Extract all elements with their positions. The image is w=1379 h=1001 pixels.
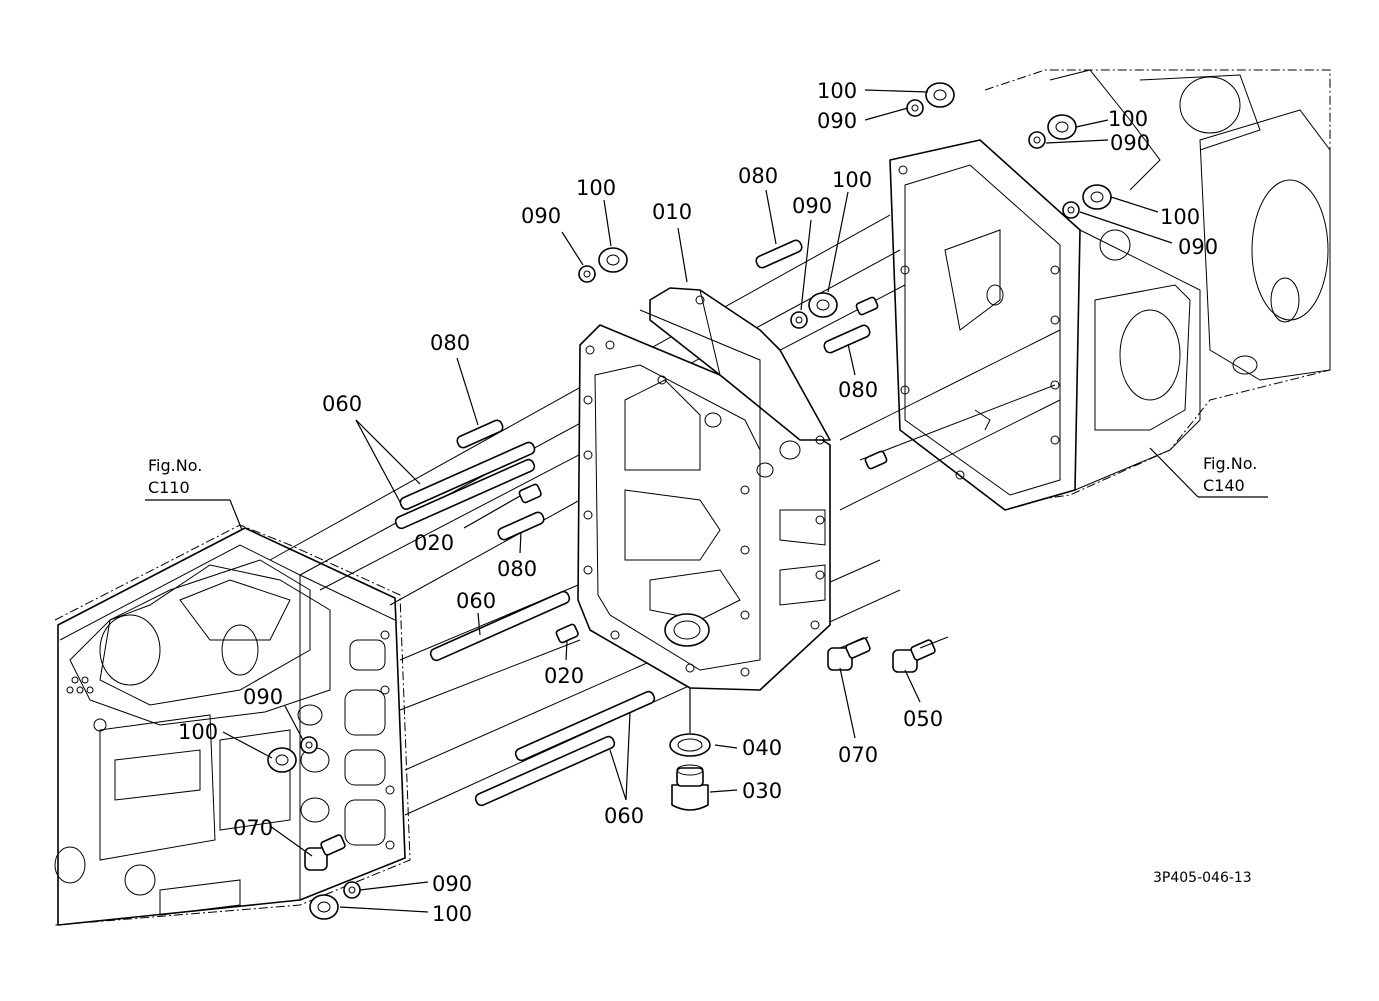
seal-040 [669, 733, 711, 757]
leader-lines [145, 89, 1268, 913]
washer-left-a [300, 736, 318, 754]
fig-ref-left-line2: C110 [148, 478, 190, 497]
callout-label[interactable]: 080 [838, 378, 878, 402]
plug-030 [671, 764, 709, 811]
callout-label[interactable]: 100 [576, 176, 616, 200]
right-transmission-case [889, 69, 1331, 511]
nut-top-c [1082, 184, 1112, 210]
callout-label[interactable]: 050 [903, 707, 943, 731]
callout-label[interactable]: 060 [322, 392, 362, 416]
nut-left-b [309, 894, 339, 920]
nut-mid-a [598, 247, 628, 273]
callout-label[interactable]: 090 [243, 685, 283, 709]
fig-ref-right-line1: Fig.No. [1203, 454, 1257, 473]
callout-label[interactable]: 040 [742, 736, 782, 760]
nut-top-b [1047, 114, 1077, 140]
callout-label[interactable]: 090 [432, 872, 472, 896]
callout-label[interactable]: 080 [497, 557, 537, 581]
washer-mid-a [578, 265, 596, 283]
callout-label[interactable]: 100 [817, 79, 857, 103]
callout-label[interactable]: 060 [456, 589, 496, 613]
left-transmission-case [54, 524, 411, 926]
callout-label[interactable]: 090 [817, 109, 857, 133]
callout-label[interactable]: 100 [832, 168, 872, 192]
callout-label[interactable]: 020 [544, 664, 584, 688]
callout-label[interactable]: 070 [838, 743, 878, 767]
nut-top-a [925, 82, 955, 108]
plug-070-right [827, 637, 871, 671]
figure-reference-left[interactable]: Fig.No. C110 [148, 456, 202, 497]
callout-labels: 100 090 100 090 100 090 090 100 010 080 … [178, 79, 1218, 926]
callout-label[interactable]: 080 [738, 164, 778, 188]
studs [394, 239, 871, 807]
callout-label[interactable]: 090 [792, 194, 832, 218]
nut-left-a [267, 747, 297, 773]
nut-mid-b [808, 292, 838, 318]
callout-label[interactable]: 080 [430, 331, 470, 355]
washer-top-b [1028, 131, 1046, 149]
main-case-010 [577, 287, 831, 691]
callout-label[interactable]: 100 [1108, 107, 1148, 131]
callout-label[interactable]: 090 [521, 204, 561, 228]
plug-070-left [304, 834, 346, 871]
callout-label[interactable]: 010 [652, 200, 692, 224]
drawing-code: 3P405-046-13 [1153, 870, 1252, 886]
fig-ref-right-line2: C140 [1203, 476, 1245, 495]
callout-label[interactable]: 060 [604, 804, 644, 828]
callout-label[interactable]: 030 [742, 779, 782, 803]
washer-mid-b [790, 311, 808, 329]
callout-label[interactable]: 020 [414, 531, 454, 555]
figure-reference-right[interactable]: Fig.No. C140 [1203, 454, 1257, 495]
callout-label[interactable]: 100 [178, 720, 218, 744]
callout-label[interactable]: 090 [1178, 235, 1218, 259]
callout-label[interactable]: 100 [432, 902, 472, 926]
washer-left-b [343, 881, 361, 899]
washer-top-a [906, 99, 924, 117]
fig-ref-left-line1: Fig.No. [148, 456, 202, 475]
callout-label[interactable]: 070 [233, 816, 273, 840]
callout-label[interactable]: 090 [1110, 131, 1150, 155]
washer-top-c [1062, 201, 1080, 219]
callout-label[interactable]: 100 [1160, 205, 1200, 229]
